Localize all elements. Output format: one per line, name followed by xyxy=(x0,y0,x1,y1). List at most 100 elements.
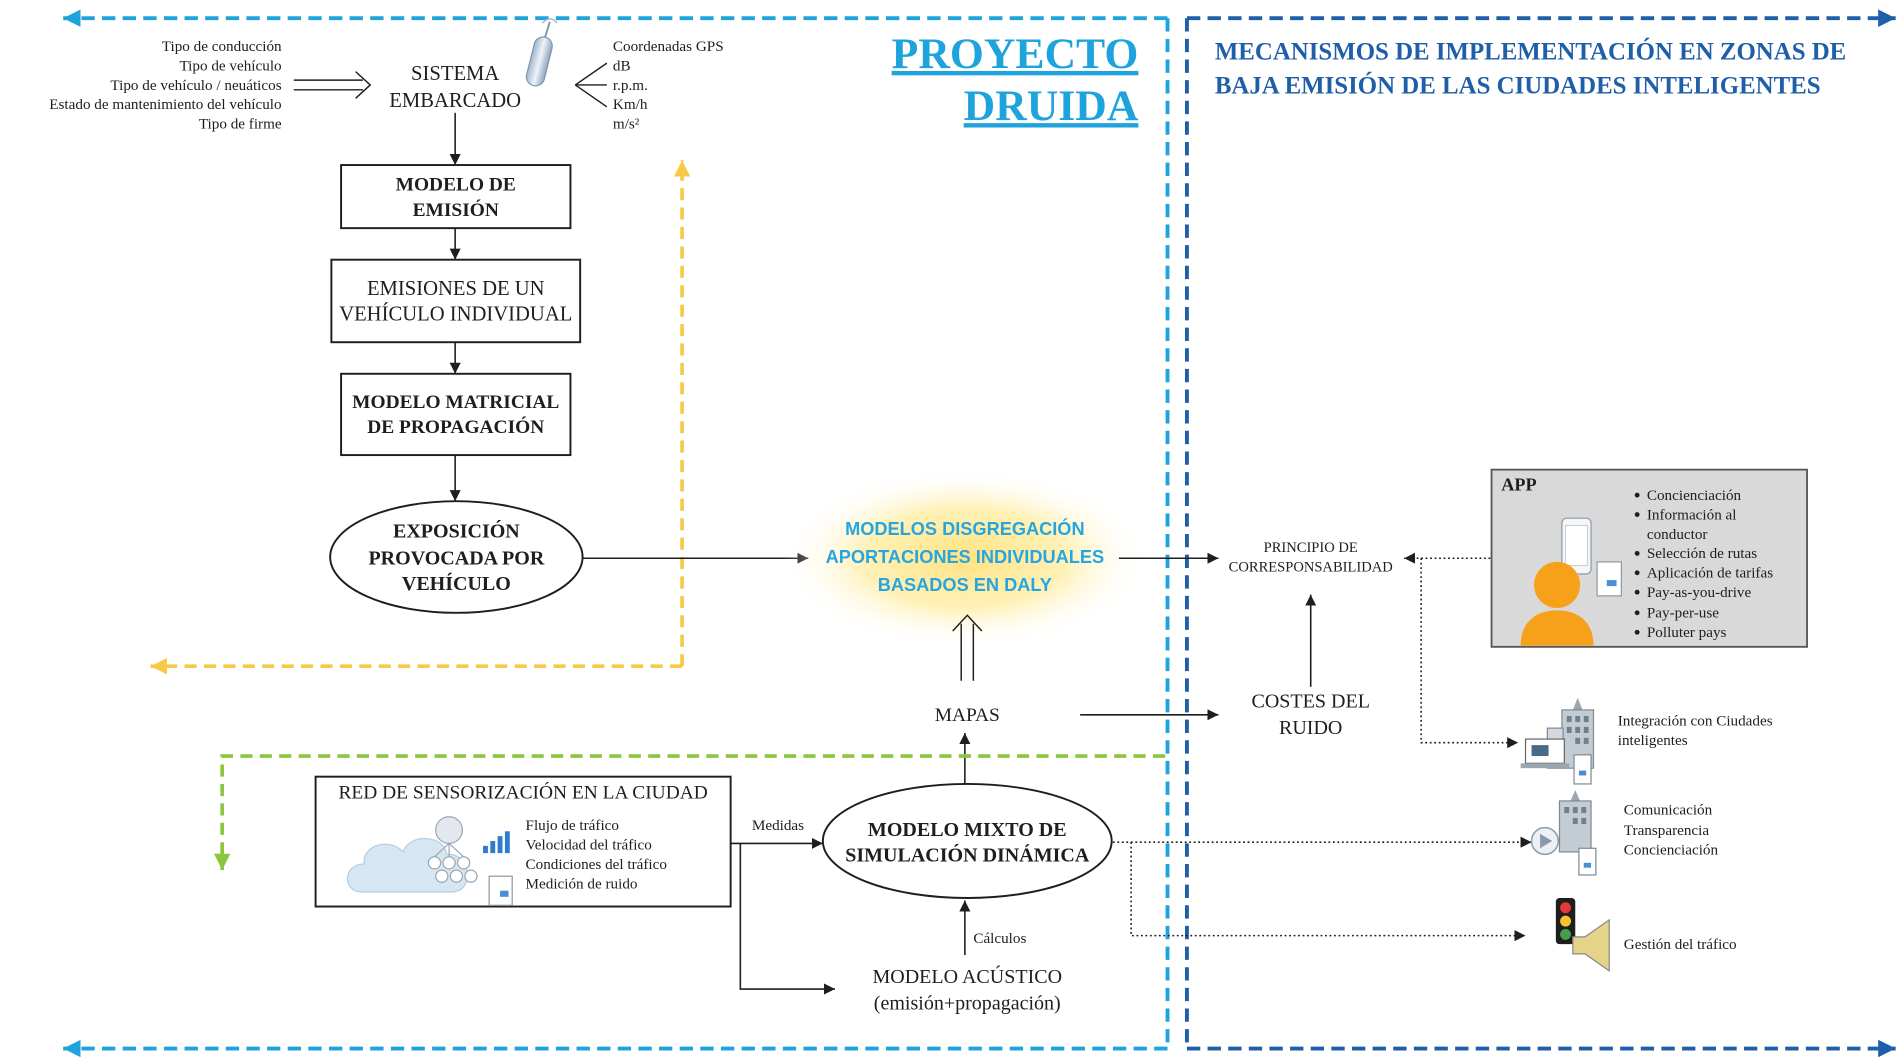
network-hub xyxy=(435,816,464,845)
small-device xyxy=(1596,561,1622,597)
cloud-network-icon xyxy=(346,816,513,906)
onboard-outputs-list: Coordenadas GPS dB r.p.m. Km/h m/s² xyxy=(613,38,724,133)
app-title: APP xyxy=(1501,474,1536,494)
onboard-outputs-fork xyxy=(574,62,608,108)
building-window xyxy=(1575,737,1581,744)
antenna-body xyxy=(525,36,553,87)
sensor-item: Velocidad del tráfico xyxy=(526,836,652,853)
green-feedback-loop xyxy=(213,754,1166,871)
noise-costs-line1: COSTES DEL xyxy=(1251,690,1369,712)
signal-bar xyxy=(490,840,496,854)
co-responsibility-line2: CORRESPONSABILIDAD xyxy=(1229,560,1393,576)
signal-bar xyxy=(497,836,503,854)
communication-line2: Transparencia xyxy=(1624,822,1710,839)
dotted-arrow-to-traffic xyxy=(1130,842,1526,942)
fork-line xyxy=(574,62,608,86)
onboard-output: r.p.m. xyxy=(613,77,648,94)
app-feature-continuation: conductor xyxy=(1647,526,1708,543)
building-spire xyxy=(1570,790,1581,801)
inputs-double-arrow xyxy=(293,71,372,99)
phone-screen xyxy=(1565,524,1588,566)
building-window xyxy=(1581,817,1587,824)
smartphone xyxy=(1573,754,1592,785)
app-feature: Información al xyxy=(1647,506,1737,523)
fork-line xyxy=(574,84,608,108)
antenna-signal-arc xyxy=(541,18,558,24)
mechanisms-title-line1: MECANISMOS DE IMPLEMENTACIÓN EN ZONAS DE xyxy=(1215,37,1846,65)
individual-emissions-box: EMISIONES DE UN VEHÍCULO INDIVIDUAL xyxy=(330,258,582,344)
building-window xyxy=(1583,737,1589,744)
onboard-system-line1: SISTEMA xyxy=(411,63,499,85)
network-node xyxy=(435,869,449,883)
vehicle-inputs-list: Tipo de conducción Tipo de vehículo Tipo… xyxy=(49,38,282,133)
emission-model-line2: EMISIÓN xyxy=(413,199,499,221)
app-feature-list: Concienciación Información al conductor … xyxy=(1634,487,1773,641)
sensor-item: Flujo de tráfico xyxy=(526,817,619,834)
vehicle-input: Estado de mantenimiento del vehículo xyxy=(49,96,281,113)
individual-emissions-line2: VEHÍCULO INDIVIDUAL xyxy=(339,302,572,325)
building-window xyxy=(1583,715,1589,723)
building-window xyxy=(1575,726,1581,733)
network-node xyxy=(464,869,478,883)
building-window xyxy=(1572,817,1578,824)
dotted-arrow-to-smart-city xyxy=(1420,558,1519,749)
double-arrow-head xyxy=(952,614,983,632)
laptop-base xyxy=(1520,763,1570,769)
antenna-mast xyxy=(544,21,551,38)
project-title-line2: DRUIDA xyxy=(964,82,1139,130)
acoustic-model-line2: (emisión+propagación) xyxy=(874,993,1061,1015)
signal-bar xyxy=(504,831,510,854)
speaker-cone xyxy=(1572,918,1610,973)
network-link xyxy=(434,842,450,858)
communication-line3: Concienciación xyxy=(1624,841,1719,858)
vehicle-input: Tipo de vehículo / neuáticos xyxy=(110,77,281,94)
bullet xyxy=(1634,589,1640,595)
app-feature: Pay-as-you-drive xyxy=(1647,584,1752,601)
onboard-output: m/s² xyxy=(613,116,640,133)
traffic-light-red xyxy=(1560,902,1572,914)
propagation-model-frame xyxy=(340,372,572,457)
app-feature: Pay-per-use xyxy=(1647,605,1719,622)
dynamic-model-line2: SIMULACIÓN DINÁMICA xyxy=(845,843,1090,867)
bullet xyxy=(1634,492,1640,498)
building-window xyxy=(1566,715,1572,723)
acoustic-model-line1: MODELO ACÚSTICO xyxy=(872,964,1062,988)
druida-region-border xyxy=(63,9,1170,1057)
sensor-item: Condiciones del tráfico xyxy=(526,856,667,873)
calculations-label: Cálculos xyxy=(973,930,1026,947)
smartphone-icon xyxy=(1561,517,1622,597)
bullet xyxy=(1634,570,1640,576)
user-body xyxy=(1520,610,1594,646)
exposure-line1: EXPOSICIÓN xyxy=(393,519,520,543)
app-feature: Concienciación xyxy=(1647,487,1742,504)
dynamic-model-frame xyxy=(821,782,1113,899)
daly-line1: MODELOS DISGREGACIÓN xyxy=(845,518,1084,539)
co-responsibility-line1: PRINCIPIO DE xyxy=(1264,540,1358,556)
traffic-management-label: Gestión del tráfico xyxy=(1624,936,1737,953)
sensor-item: Medición de ruido xyxy=(526,875,638,892)
individual-emissions-line1: EMISIONES DE UN xyxy=(367,278,545,300)
play-triangle xyxy=(1540,833,1553,849)
building-window xyxy=(1564,807,1570,814)
traffic-light-yellow xyxy=(1560,915,1572,927)
emission-model-box: MODELO DE EMISIÓN xyxy=(340,164,572,230)
measures-label: Medidas xyxy=(752,817,804,834)
vehicle-input: Tipo de firme xyxy=(199,116,282,133)
smart-city-building-icon xyxy=(1520,697,1595,785)
dynamic-model-line1: MODELO MIXTO DE xyxy=(868,819,1067,841)
yellow-feedback-loop xyxy=(150,160,691,675)
user-icon xyxy=(1520,561,1594,646)
app-feature: Aplicación de tarifas xyxy=(1647,565,1773,582)
network-node xyxy=(449,869,464,883)
communication-line1: Comunicación xyxy=(1624,801,1713,818)
small-device-screen xyxy=(1606,580,1617,587)
smart-city-integration-line2: inteligentes xyxy=(1618,732,1688,749)
propagation-model-line1: MODELO MATRICIAL xyxy=(352,392,559,413)
daly-line3: BASADOS EN DALY xyxy=(878,575,1052,595)
arrow-sensors-to-acoustic-model xyxy=(739,843,835,995)
propagation-model-line2: DE PROPAGACIÓN xyxy=(367,416,544,438)
dynamic-model-ellipse: MODELO MIXTO DE SIMULACIÓN DINÁMICA xyxy=(821,782,1113,899)
exposure-frame xyxy=(329,500,584,614)
daly-line2: APORTACIONES INDIVIDUALES xyxy=(826,547,1105,567)
